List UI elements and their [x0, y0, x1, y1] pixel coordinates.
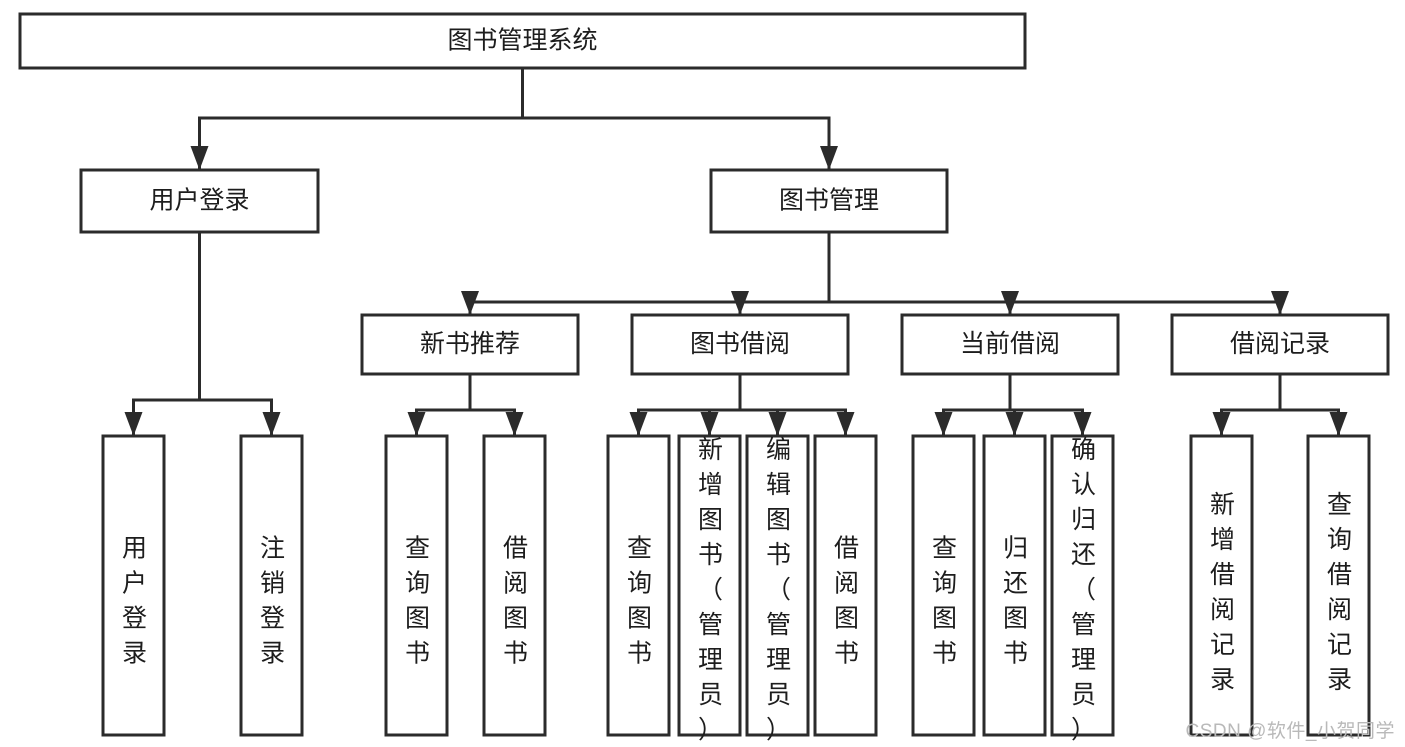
node-leaf-borrow-book-1[interactable]: 借阅图书	[482, 434, 547, 737]
node-box	[1170, 313, 1390, 376]
node-box	[1306, 434, 1371, 737]
node-box	[384, 434, 449, 737]
node-label: 图书管理	[779, 187, 879, 215]
node-leaf-query-book-1[interactable]: 查询图书	[384, 434, 449, 737]
node-box	[239, 434, 304, 737]
node-leaf-query-book-2[interactable]: 查询图书	[606, 434, 671, 737]
node-label: 查询借阅记录	[1327, 491, 1352, 694]
node-label: 图书管理系统	[447, 27, 597, 55]
connector-layer	[124, 66, 1348, 438]
node-box	[18, 12, 1027, 70]
node-label: 新书推荐	[420, 330, 520, 358]
node-book-management[interactable]: 图书管理	[709, 168, 949, 234]
node-label: 查询图书	[627, 535, 652, 668]
node-box	[900, 313, 1120, 376]
node-leaf-user-login[interactable]: 用户登录	[101, 434, 166, 737]
node-leaf-add-book[interactable]: 新增图书（管理员）	[677, 434, 742, 744]
node-leaf-return-book[interactable]: 归还图书	[982, 434, 1047, 737]
node-label: 图书借阅	[690, 330, 790, 358]
node-box	[360, 313, 580, 376]
node-label: 查询图书	[405, 535, 430, 668]
node-box	[101, 434, 166, 737]
node-leaf-confirm-return[interactable]: 确认归还（管理员）	[1050, 434, 1115, 744]
node-root[interactable]: 图书管理系统	[18, 12, 1027, 70]
node-box	[79, 168, 320, 234]
node-box	[709, 168, 949, 234]
node-box	[606, 434, 671, 737]
node-borrow-record[interactable]: 借阅记录	[1170, 313, 1390, 376]
node-current-borrow[interactable]: 当前借阅	[900, 313, 1120, 376]
node-box	[982, 434, 1047, 737]
node-label: 借阅记录	[1230, 330, 1330, 358]
node-label: 编辑图书（管理员）	[766, 436, 791, 744]
node-box	[813, 434, 878, 737]
csdn-watermark: CSDN @软件_小贺同学	[1185, 721, 1395, 742]
node-leaf-add-record[interactable]: 新增借阅记录	[1189, 434, 1254, 737]
node-box	[745, 434, 810, 737]
node-user-login[interactable]: 用户登录	[79, 168, 320, 234]
node-box	[1189, 434, 1254, 737]
node-label: 注销登录	[260, 535, 285, 668]
node-label: 新增借阅记录	[1210, 491, 1235, 694]
node-label: 归还图书	[1003, 535, 1028, 668]
node-box	[482, 434, 547, 737]
node-label: 用户登录	[122, 535, 147, 668]
node-label: 确认归还（管理员）	[1071, 436, 1096, 744]
node-label: 借阅图书	[503, 535, 528, 668]
node-box	[911, 434, 976, 737]
node-layer: 图书管理系统用户登录图书管理新书推荐图书借阅当前借阅借阅记录用户登录注销登录查询…	[18, 12, 1390, 744]
node-label: 查询图书	[932, 535, 957, 668]
node-box	[1050, 434, 1115, 737]
node-leaf-borrow-book-2[interactable]: 借阅图书	[813, 434, 878, 737]
node-label: 用户登录	[149, 187, 249, 215]
node-leaf-query-book-3[interactable]: 查询图书	[911, 434, 976, 737]
node-label: 当前借阅	[960, 330, 1060, 358]
node-label: 借阅图书	[834, 535, 859, 668]
node-leaf-query-record[interactable]: 查询借阅记录	[1306, 434, 1371, 737]
node-leaf-logout[interactable]: 注销登录	[239, 434, 304, 737]
node-box	[630, 313, 850, 376]
node-leaf-edit-book[interactable]: 编辑图书（管理员）	[745, 434, 810, 744]
node-book-borrow[interactable]: 图书借阅	[630, 313, 850, 376]
node-box	[677, 434, 742, 737]
node-new-book-recommend[interactable]: 新书推荐	[360, 313, 580, 376]
node-label: 新增图书（管理员）	[698, 436, 723, 744]
